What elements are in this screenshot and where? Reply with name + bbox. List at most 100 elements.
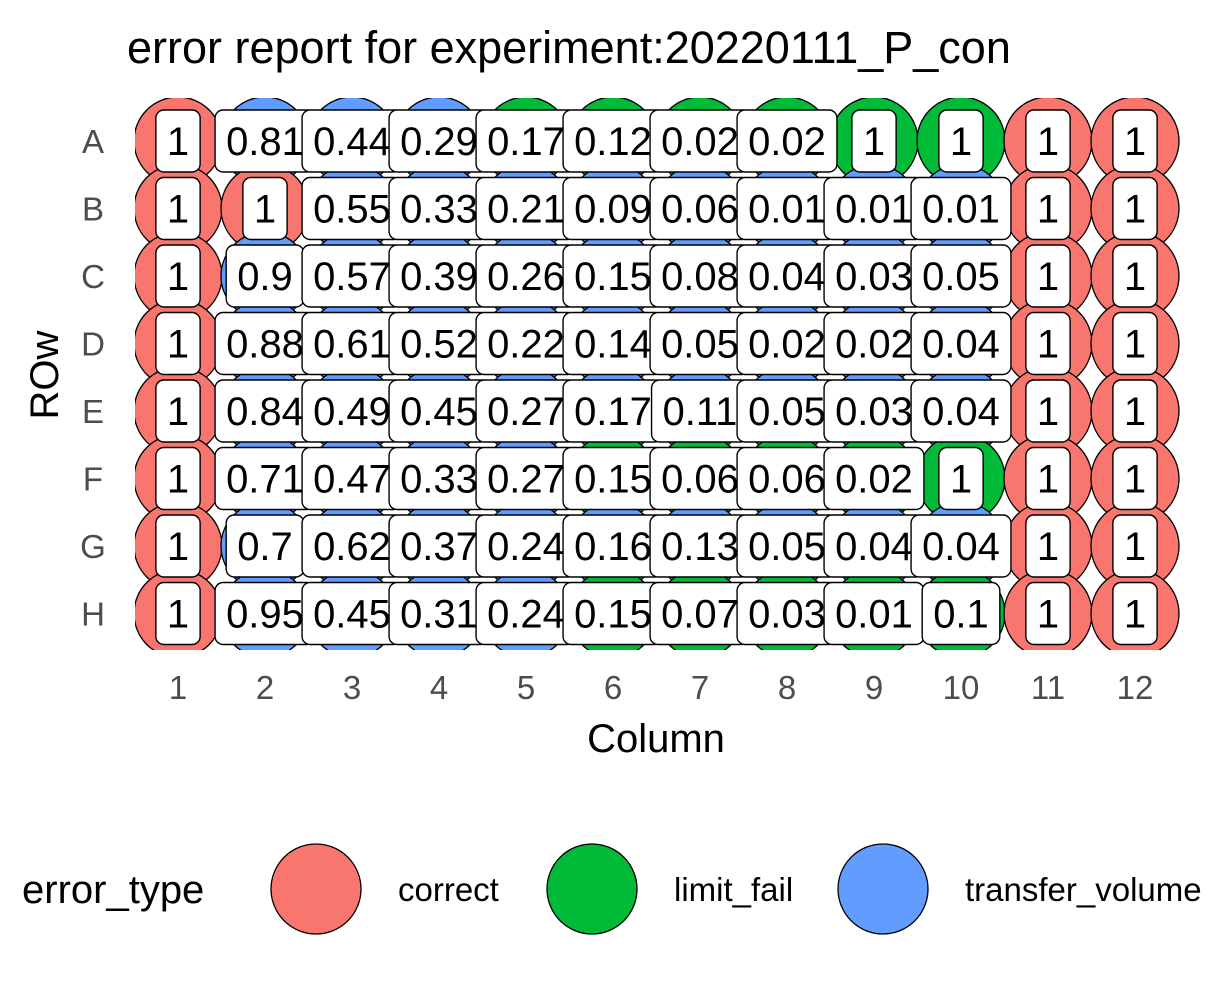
svg-text:0.39: 0.39 bbox=[400, 255, 478, 299]
well-label: 0.01 bbox=[910, 176, 1012, 241]
svg-text:1: 1 bbox=[167, 593, 189, 637]
well-label: 0.55 bbox=[301, 176, 403, 241]
svg-text:1: 1 bbox=[1037, 120, 1059, 164]
svg-text:0.26: 0.26 bbox=[487, 255, 565, 299]
svg-text:0.13: 0.13 bbox=[661, 525, 739, 569]
svg-text:0.01: 0.01 bbox=[835, 593, 913, 637]
svg-text:0.9: 0.9 bbox=[237, 255, 293, 299]
well-label: 0.09 bbox=[562, 176, 664, 241]
y-tick-label: B bbox=[82, 191, 104, 228]
well-label: 0.08 bbox=[649, 244, 751, 308]
svg-text:0.09: 0.09 bbox=[574, 188, 652, 232]
svg-text:1: 1 bbox=[863, 120, 885, 164]
well-label: 1 bbox=[1025, 581, 1071, 646]
svg-text:0.27: 0.27 bbox=[487, 458, 565, 502]
y-tick-label: A bbox=[82, 123, 104, 160]
svg-text:1: 1 bbox=[1037, 188, 1059, 232]
x-tick-label: 11 bbox=[1031, 669, 1065, 706]
well-label: 0.17 bbox=[475, 109, 577, 173]
legend-key bbox=[837, 843, 929, 935]
well-label: 1 bbox=[1025, 379, 1071, 443]
svg-text:0.44: 0.44 bbox=[313, 120, 391, 164]
svg-text:0.02: 0.02 bbox=[661, 120, 739, 164]
svg-text:0.02: 0.02 bbox=[748, 120, 826, 164]
y-tick-label: H bbox=[81, 596, 105, 633]
x-tick-label: 3 bbox=[343, 669, 361, 706]
x-axis-title: Column bbox=[587, 717, 725, 761]
well-label: 0.12 bbox=[562, 109, 664, 173]
svg-text:0.11: 0.11 bbox=[663, 390, 738, 434]
legend-label: correct bbox=[398, 871, 499, 908]
svg-text:0.03: 0.03 bbox=[835, 255, 913, 299]
well-label: 1 bbox=[1112, 311, 1158, 376]
well-label: 0.57 bbox=[301, 244, 403, 308]
well-label: 1 bbox=[1112, 581, 1158, 646]
legend-entry: transfer_volume bbox=[837, 843, 1202, 935]
svg-text:1: 1 bbox=[1124, 525, 1146, 569]
svg-text:0.06: 0.06 bbox=[748, 458, 826, 502]
svg-text:0.17: 0.17 bbox=[574, 390, 652, 434]
svg-text:0.37: 0.37 bbox=[400, 525, 478, 569]
well-label: 1 bbox=[938, 446, 984, 511]
well-label: 0.14 bbox=[562, 311, 664, 376]
well-label: 0.04 bbox=[910, 514, 1012, 578]
svg-text:0.49: 0.49 bbox=[313, 390, 391, 434]
well-label: 0.88 bbox=[214, 311, 316, 376]
well-label: 0.15 bbox=[562, 446, 664, 511]
svg-text:1: 1 bbox=[1124, 255, 1146, 299]
well-label: 1 bbox=[155, 446, 201, 511]
svg-text:0.88: 0.88 bbox=[226, 323, 304, 367]
svg-text:0.17: 0.17 bbox=[487, 120, 565, 164]
svg-text:0.06: 0.06 bbox=[661, 188, 739, 232]
svg-text:0.33: 0.33 bbox=[400, 458, 478, 502]
well-label: 1 bbox=[1112, 244, 1158, 308]
x-tick-label: 5 bbox=[517, 669, 535, 706]
x-tick-label: 9 bbox=[865, 669, 883, 706]
well-label: 0.17 bbox=[562, 379, 664, 443]
svg-text:0.84: 0.84 bbox=[226, 390, 304, 434]
svg-text:0.62: 0.62 bbox=[313, 525, 391, 569]
svg-text:0.27: 0.27 bbox=[487, 390, 565, 434]
well-label: 0.01 bbox=[823, 176, 925, 241]
svg-text:1: 1 bbox=[950, 458, 972, 502]
well-label: 0.1 bbox=[921, 581, 1001, 646]
well-label: 1 bbox=[1112, 446, 1158, 511]
well-label: 1 bbox=[155, 311, 201, 376]
svg-text:1: 1 bbox=[167, 390, 189, 434]
svg-text:0.24: 0.24 bbox=[487, 525, 565, 569]
svg-text:1: 1 bbox=[1037, 593, 1059, 637]
well-label: 0.02 bbox=[823, 311, 925, 376]
y-tick-label: C bbox=[81, 258, 105, 295]
svg-text:1: 1 bbox=[1124, 323, 1146, 367]
well-label: 1 bbox=[1025, 514, 1071, 578]
x-tick-label: 6 bbox=[604, 669, 622, 706]
svg-text:0.04: 0.04 bbox=[922, 323, 1000, 367]
svg-text:0.04: 0.04 bbox=[835, 525, 913, 569]
well-label: 1 bbox=[1112, 176, 1158, 241]
svg-text:0.01: 0.01 bbox=[922, 188, 1000, 232]
well-label: 0.22 bbox=[475, 311, 577, 376]
well-label: 0.61 bbox=[301, 311, 403, 376]
well-label: 0.02 bbox=[736, 109, 838, 173]
y-tick-label: F bbox=[83, 461, 103, 498]
svg-text:0.21: 0.21 bbox=[487, 188, 565, 232]
well-label: 1 bbox=[155, 379, 201, 443]
well-label: 1 bbox=[1112, 514, 1158, 578]
well-label: 0.06 bbox=[736, 446, 838, 511]
well-label: 1 bbox=[155, 244, 201, 308]
well-label: 0.27 bbox=[475, 379, 577, 443]
svg-text:1: 1 bbox=[167, 255, 189, 299]
svg-text:1: 1 bbox=[1037, 390, 1059, 434]
x-tick-label: 8 bbox=[778, 669, 796, 706]
legend-entry: correct bbox=[270, 843, 499, 935]
svg-text:0.7: 0.7 bbox=[237, 525, 293, 569]
x-tick-label: 1 bbox=[169, 669, 187, 706]
legend-entry: limit_fail bbox=[546, 843, 793, 935]
well-label: 1 bbox=[938, 109, 984, 173]
well-label: 0.02 bbox=[823, 446, 925, 511]
svg-text:0.05: 0.05 bbox=[922, 255, 1000, 299]
svg-text:0.12: 0.12 bbox=[574, 120, 652, 164]
svg-text:1: 1 bbox=[950, 120, 972, 164]
